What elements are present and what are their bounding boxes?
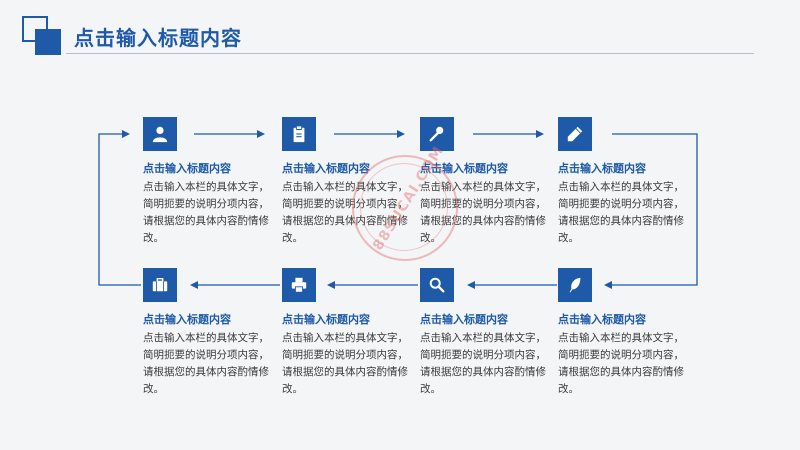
step-8: 点击输入标题内容 点击输入本栏的具体文字，简明扼要的说明分项内容，请根据您的具体… <box>143 268 271 398</box>
step-4-icon-box <box>558 117 592 151</box>
header-divider <box>66 53 754 54</box>
arrow-4-5 <box>610 133 698 286</box>
briefcase-icon <box>152 278 168 292</box>
pencil-icon <box>567 126 583 142</box>
step-body[interactable]: 点击输入本栏的具体文字，简明扼要的说明分项内容，请根据您的具体内容酌情修改。 <box>558 181 684 244</box>
step-title[interactable]: 点击输入标题内容 <box>558 162 646 175</box>
printer-icon <box>291 277 307 293</box>
step-title[interactable]: 点击输入标题内容 <box>143 162 231 175</box>
step-body[interactable]: 点击输入本栏的具体文字，简明扼要的说明分项内容，请根据您的具体内容酌情修改。 <box>143 332 269 395</box>
step-4: 点击输入标题内容 点击输入本栏的具体文字，简明扼要的说明分项内容，请根据您的具体… <box>558 117 686 247</box>
step-2-icon-box <box>282 117 316 151</box>
step-1-icon-box <box>143 117 177 151</box>
feather-icon <box>569 277 581 293</box>
step-5-icon-box <box>558 268 592 302</box>
arrow-8-1 <box>98 133 141 286</box>
step-6: 点击输入标题内容 点击输入本栏的具体文字，简明扼要的说明分项内容，请根据您的具体… <box>420 268 548 398</box>
step-7: 点击输入标题内容 点击输入本栏的具体文字，简明扼要的说明分项内容，请根据您的具体… <box>282 268 410 398</box>
logo-filled-square <box>35 29 61 55</box>
step-body[interactable]: 点击输入本栏的具体文字，简明扼要的说明分项内容，请根据您的具体内容酌情修改。 <box>282 332 408 395</box>
step-body[interactable]: 点击输入本栏的具体文字，简明扼要的说明分项内容，请根据您的具体内容酌情修改。 <box>420 332 546 395</box>
microphone-icon <box>429 126 444 142</box>
step-title[interactable]: 点击输入标题内容 <box>282 162 370 175</box>
watermark-stamp-inner-ring <box>360 163 448 251</box>
watermark-stamp-ring <box>352 155 458 261</box>
step-1: 点击输入标题内容 点击输入本栏的具体文字，简明扼要的说明分项内容，请根据您的具体… <box>143 117 271 247</box>
page-title[interactable]: 点击输入标题内容 <box>74 26 242 50</box>
step-title[interactable]: 点击输入标题内容 <box>558 313 646 326</box>
step-5: 点击输入标题内容 点击输入本栏的具体文字，简明扼要的说明分项内容，请根据您的具体… <box>558 268 686 398</box>
search-icon <box>429 277 445 293</box>
step-7-icon-box <box>282 268 316 302</box>
user-icon <box>152 126 168 143</box>
step-title[interactable]: 点击输入标题内容 <box>143 313 231 326</box>
step-body[interactable]: 点击输入本栏的具体文字，简明扼要的说明分项内容，请根据您的具体内容酌情修改。 <box>558 332 684 395</box>
step-title[interactable]: 点击输入标题内容 <box>282 313 370 326</box>
clipboard-icon <box>293 125 305 143</box>
step-6-icon-box <box>420 268 454 302</box>
step-title[interactable]: 点击输入标题内容 <box>420 313 508 326</box>
step-3-icon-box <box>420 117 454 151</box>
step-8-icon-box <box>143 268 177 302</box>
step-body[interactable]: 点击输入本栏的具体文字，简明扼要的说明分项内容，请根据您的具体内容酌情修改。 <box>143 181 269 244</box>
